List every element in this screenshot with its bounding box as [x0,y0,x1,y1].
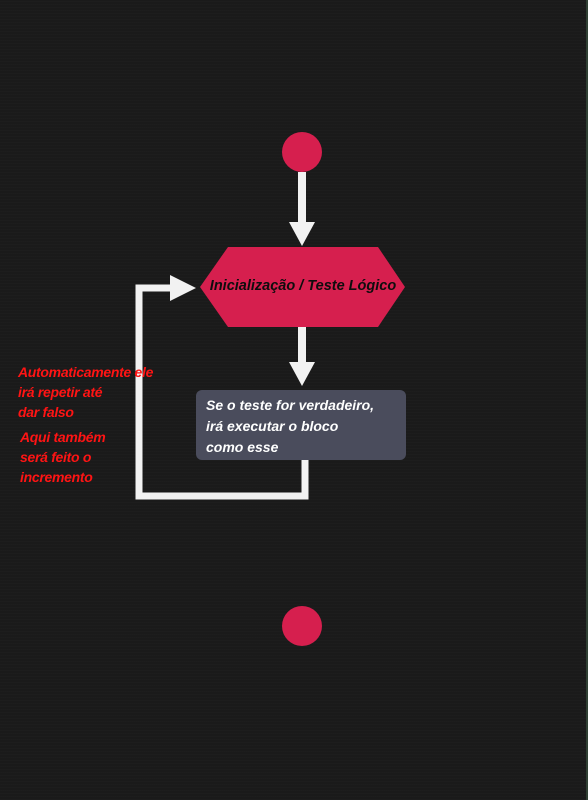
annotation-repeat: Automaticamente ele irá repetir até dar … [18,362,198,422]
loop-back-connector [135,284,309,500]
connector-start-to-decision [298,172,306,224]
process-line: como esse [206,439,279,455]
decision-label: Inicialização / Teste Lógico [209,278,397,294]
arrowhead-to-process [289,362,315,386]
annotation-line: incremento [20,469,93,485]
start-node [282,132,322,172]
annotation-line: Aqui também [20,429,106,445]
decision-hexagon [200,247,405,327]
arrowhead-to-decision [289,222,315,246]
right-border [586,0,588,800]
process-text: Se o teste for verdadeiro, irá executar … [206,395,406,458]
process-line: irá executar o bloco [206,418,339,434]
end-node [282,606,322,646]
process-line: Se o teste for verdadeiro, [206,397,375,413]
annotation-increment: Aqui também será feito o incremento [20,427,140,487]
loop-back-arrowhead [170,275,196,301]
process-box [196,390,406,460]
annotation-line: Automaticamente ele [18,364,154,380]
connector-decision-to-process [298,327,306,365]
annotation-line: será feito o [20,449,92,465]
annotation-line: dar falso [18,404,74,420]
annotation-line: irá repetir até [18,384,103,400]
